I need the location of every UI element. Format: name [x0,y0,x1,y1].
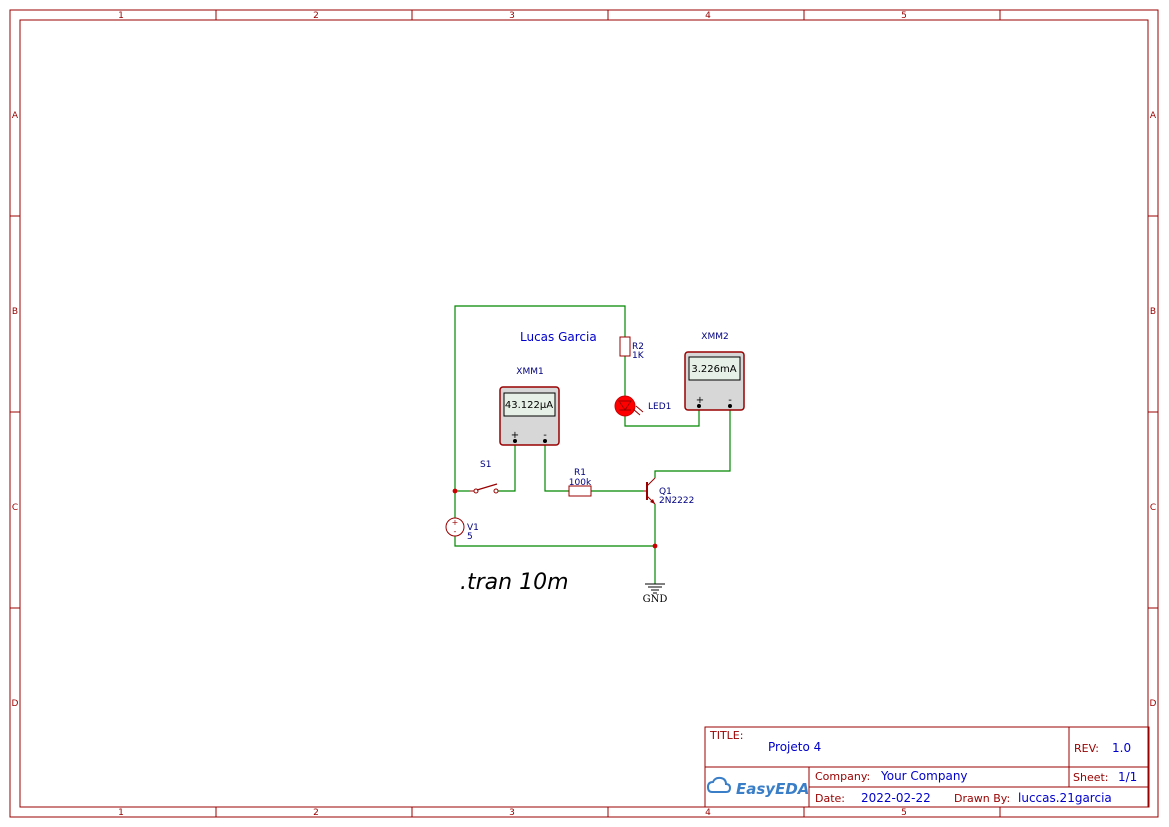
wire[interactable] [654,406,731,478]
wire[interactable] [498,441,516,492]
wire[interactable] [624,406,700,427]
switch-ref: S1 [480,460,491,470]
ground-symbol[interactable]: GND [643,583,668,605]
sheet-label: Sheet: [1073,771,1109,784]
switch-s1[interactable]: S1 [470,460,499,494]
title-label: TITLE: [709,729,743,742]
sim-directive[interactable]: .tran 10m [460,570,569,595]
frame-col-label: 2 [313,11,319,21]
frame-col-label: 4 [705,808,711,818]
rev-value[interactable]: 1.0 [1112,741,1131,755]
ground-label: GND [643,594,668,605]
voltage-source-v1[interactable]: + - V1 5 [445,517,479,542]
easyeda-logo: EasyEDA [706,776,809,798]
drawn-by-label: Drawn By: [954,792,1010,805]
meter-minus: - [543,430,547,441]
author-label: Lucas Garcia [520,330,597,344]
logo-text: EasyEDA [736,780,809,798]
led-ref: LED1 [648,402,671,412]
r1-ref: R1 [574,468,586,478]
frame-row-label: D [1150,699,1157,709]
meter-plus: + [696,395,704,406]
date-value[interactable]: 2022-02-22 [861,791,931,805]
frame-col-label: 3 [509,11,515,21]
drawn-by-value[interactable]: luccas.21garcia [1018,791,1112,805]
r1-value: 100k [569,478,592,488]
frame-col-label: 1 [118,808,124,818]
r2-ref: R2 [632,342,644,352]
multimeter-xmm1[interactable]: XMM1 43.122µA + - [499,367,560,446]
company-value[interactable]: Your Company [880,769,968,783]
wire[interactable] [544,441,569,492]
frame-col-label: 1 [118,11,124,21]
q1-value: 2N2222 [659,496,694,506]
source-plus: + [452,518,459,527]
wire[interactable] [454,536,655,547]
frame-row-label: D [12,699,19,709]
frame-row-label: A [12,111,19,121]
frame-col-label: 5 [901,808,907,818]
led-led1[interactable]: LED1 [614,395,671,417]
frame-row-label: C [1150,503,1156,513]
transistor-q1[interactable]: Q1 2N2222 [643,477,694,506]
meter-plus: + [511,430,519,441]
date-label: Date: [815,792,845,805]
resistor-r2[interactable]: R2 1K [619,336,645,361]
meter-display [688,356,741,381]
junction-dot [452,488,458,494]
company-label: Company: [815,770,870,783]
multimeter-xmm2[interactable]: XMM2 3.226mA + - [684,332,745,411]
rev-label: REV: [1074,742,1099,755]
sheet-frame: 1 2 3 4 5 1 2 3 4 5 A B C D A B C D [9,9,1159,818]
frame-col-label: 5 [901,11,907,21]
frame-row-label: B [12,307,18,317]
q1-ref: Q1 [659,487,672,497]
source-minus: - [454,527,457,536]
resistor-r1[interactable]: R1 100k [568,468,592,497]
meter-ref: XMM2 [701,332,728,342]
v1-value: 5 [467,532,473,542]
r2-value: 1K [632,351,645,361]
meter-reading: 3.226mA [691,364,736,375]
frame-col-label: 4 [705,11,711,21]
meter-display [503,392,556,417]
title-value[interactable]: Projeto 4 [768,740,821,754]
meter-ref: XMM1 [516,367,543,377]
frame-col-label: 3 [509,808,515,818]
junction-dot [652,543,658,549]
frame-row-label: A [1150,111,1157,121]
wire[interactable] [454,305,626,518]
frame-row-label: C [12,503,18,513]
sheet-value[interactable]: 1/1 [1118,770,1137,784]
frame-row-label: B [1150,307,1156,317]
meter-reading: 43.122µA [505,400,553,411]
frame-col-label: 2 [313,808,319,818]
v1-ref: V1 [467,523,479,533]
wires [454,305,731,584]
meter-minus: - [728,395,732,406]
title-block: TITLE: Projeto 4 REV: 1.0 EasyEDA Compan… [704,726,1150,808]
